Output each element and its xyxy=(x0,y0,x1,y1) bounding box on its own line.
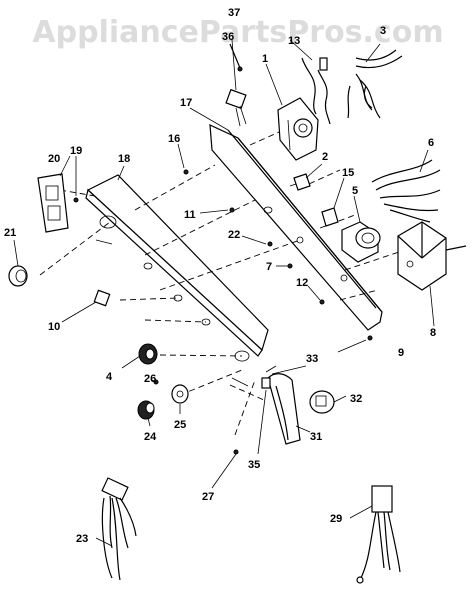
part-2 xyxy=(289,173,311,191)
callout-24: 24 xyxy=(144,431,157,443)
module-box-8 xyxy=(397,221,467,291)
callout-1: 1 xyxy=(262,53,268,65)
callout-21: 21 xyxy=(4,227,16,239)
screw-27 xyxy=(233,449,239,455)
callout-13: 13 xyxy=(288,35,300,47)
part-15 xyxy=(321,207,339,227)
wire-harness-23 xyxy=(101,477,137,581)
knob-4 xyxy=(138,343,158,365)
knob-24 xyxy=(137,400,155,420)
callout-27: 27 xyxy=(202,491,214,503)
switch-assembly-31 xyxy=(261,365,301,445)
callout-10: 10 xyxy=(48,321,60,333)
callout-26: 26 xyxy=(144,373,156,385)
wire-harness-3 xyxy=(347,49,403,119)
screw-11 xyxy=(229,207,235,213)
wire-harness-6 xyxy=(371,159,441,223)
control-panel xyxy=(85,174,269,387)
screw-16 xyxy=(183,169,189,175)
switch-part-36 xyxy=(225,88,247,127)
leader-lines xyxy=(13,39,435,547)
callout-19: 19 xyxy=(70,145,82,157)
callout-2: 2 xyxy=(322,151,328,163)
callout-12: 12 xyxy=(296,277,308,289)
callout-31: 31 xyxy=(310,431,322,443)
actuator-5 xyxy=(341,221,381,263)
screw-19 xyxy=(73,197,79,203)
callout-32: 32 xyxy=(350,393,362,405)
bracket-20 xyxy=(37,173,69,233)
callout-33: 33 xyxy=(306,353,318,365)
part-25 xyxy=(171,384,189,404)
screw-9 xyxy=(367,335,373,341)
part-32 xyxy=(309,390,335,414)
callout-9: 9 xyxy=(398,347,404,359)
callout-16: 16 xyxy=(168,133,180,145)
callout-5: 5 xyxy=(352,185,358,197)
callout-37: 37 xyxy=(228,7,240,19)
screw-37 xyxy=(229,43,243,72)
callout-20: 20 xyxy=(48,153,60,165)
callout-22: 22 xyxy=(228,229,240,241)
wire-harness-29 xyxy=(356,485,401,584)
callout-labels: 37 36 1 13 3 17 16 2 6 18 20 19 15 5 11 … xyxy=(4,7,436,545)
callout-3: 3 xyxy=(380,25,386,37)
screw-12 xyxy=(319,299,325,305)
screw-22 xyxy=(267,241,273,247)
timer-part xyxy=(277,97,319,161)
wire-harness-13 xyxy=(301,57,331,125)
knob-21 xyxy=(8,265,28,287)
callout-15: 15 xyxy=(342,167,354,179)
callout-8: 8 xyxy=(430,327,436,339)
back-bracket xyxy=(209,124,383,331)
callout-25: 25 xyxy=(174,419,186,431)
callout-7: 7 xyxy=(266,261,272,273)
callout-17: 17 xyxy=(180,97,192,109)
callout-18: 18 xyxy=(118,153,130,165)
callout-23: 23 xyxy=(76,533,88,545)
callout-29: 29 xyxy=(330,513,342,525)
callout-35: 35 xyxy=(248,459,260,471)
callout-4: 4 xyxy=(106,371,113,383)
callout-11: 11 xyxy=(184,209,196,221)
watermark-text: AppliancePartsPros.com xyxy=(32,15,443,50)
callout-6: 6 xyxy=(428,137,434,149)
part-10 xyxy=(93,289,111,307)
screw-7 xyxy=(287,263,293,269)
callout-36: 36 xyxy=(222,31,234,43)
